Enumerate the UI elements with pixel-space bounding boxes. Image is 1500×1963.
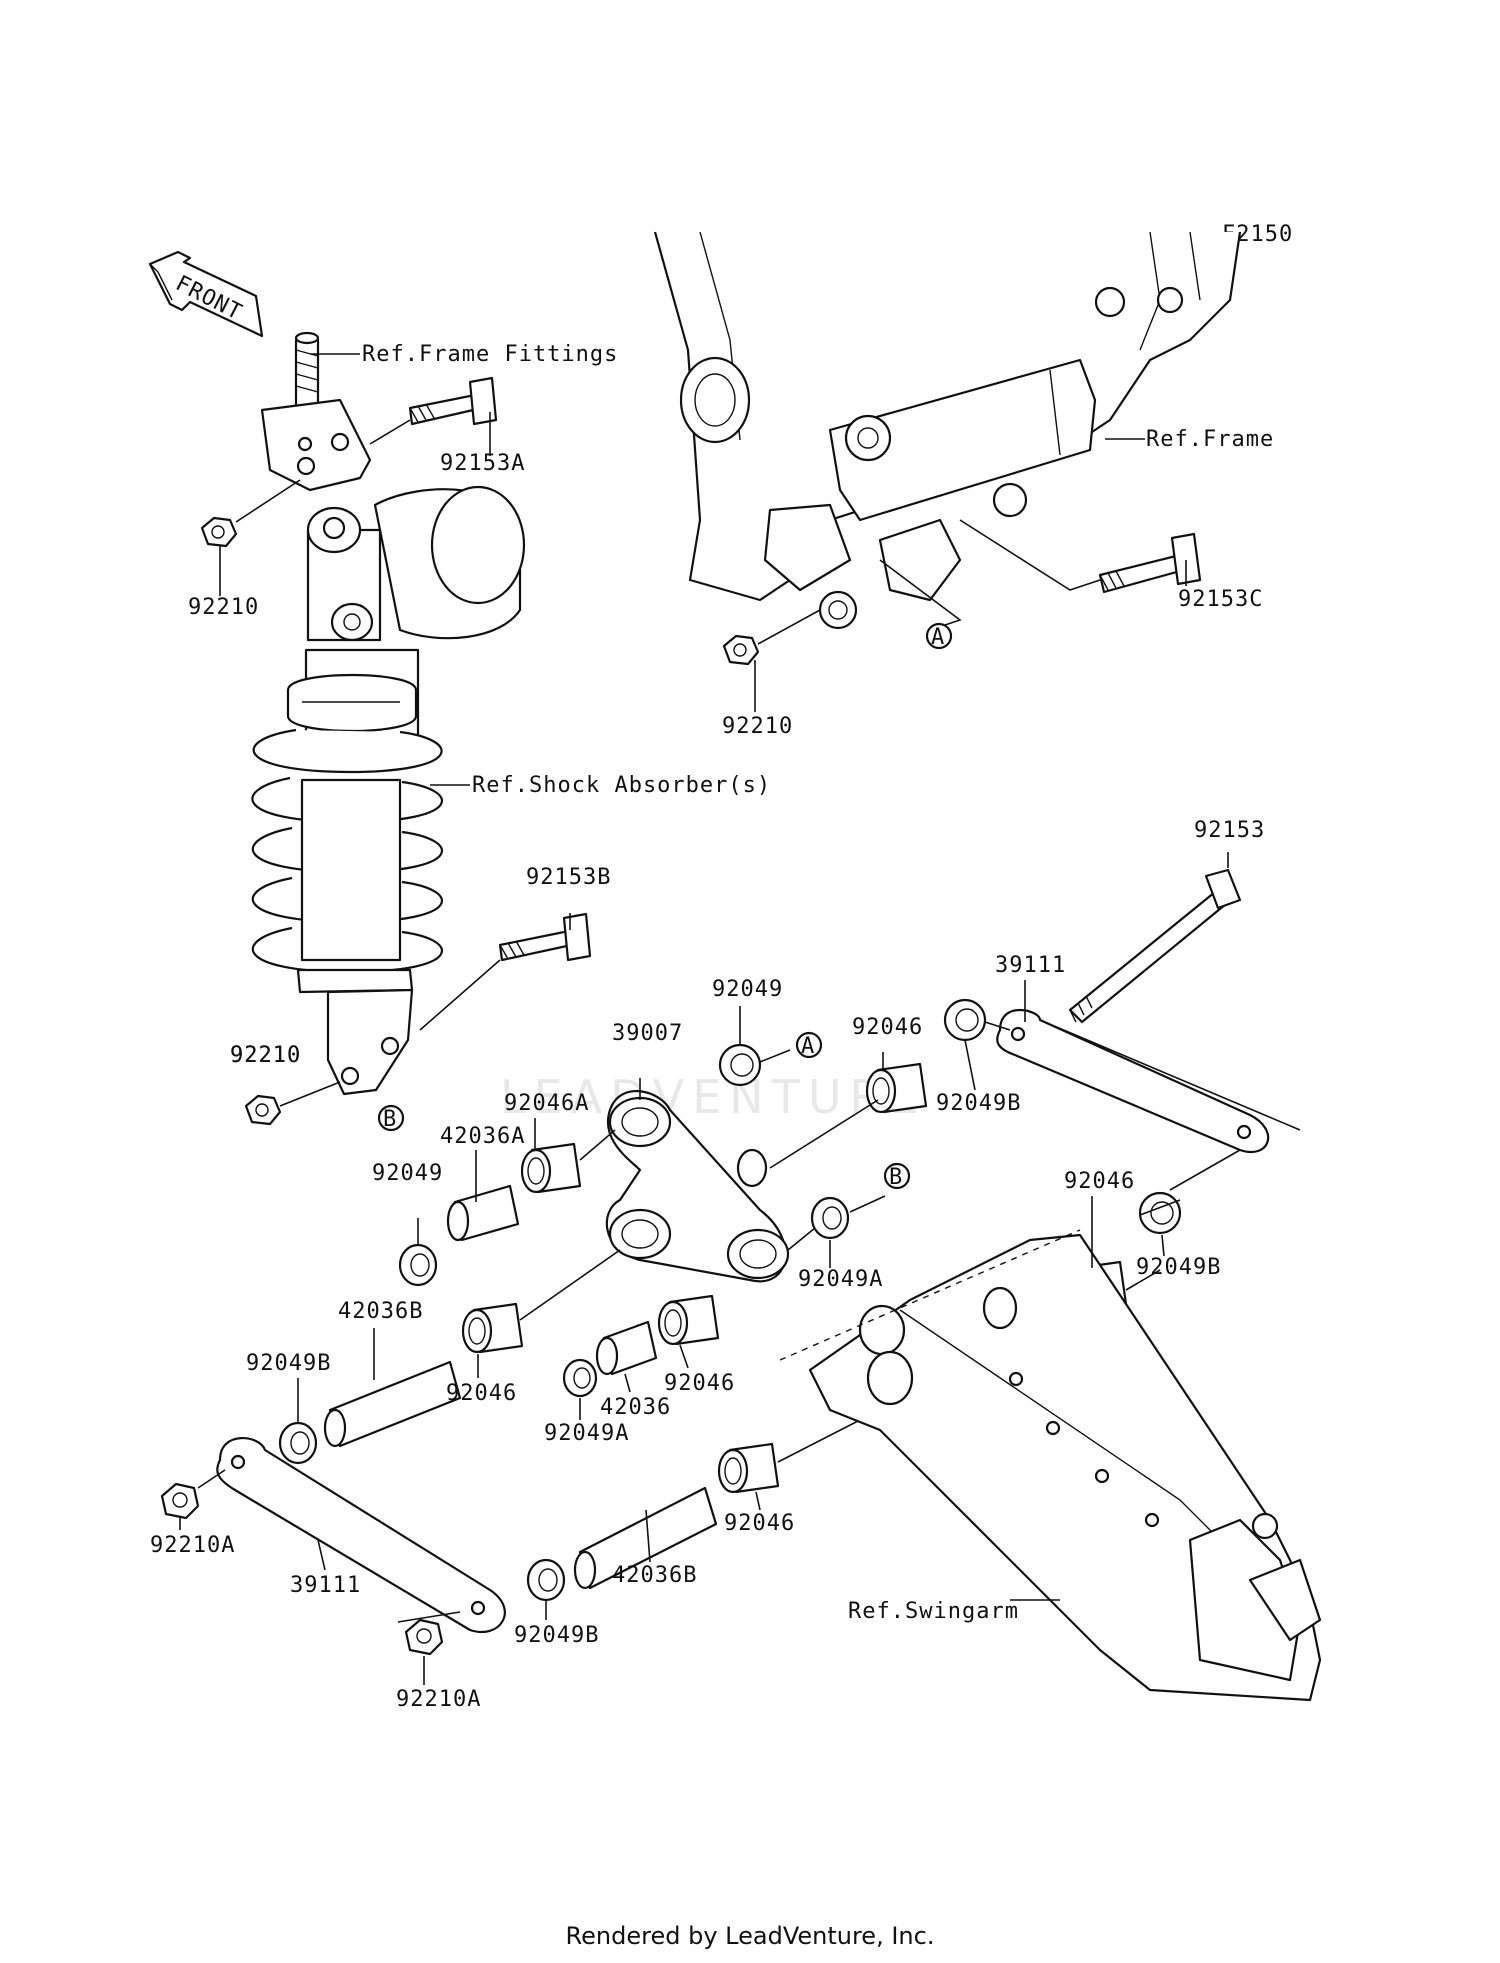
link-39111-upper bbox=[996, 1008, 1270, 1153]
part-label-92210-left: 92210 bbox=[230, 1043, 301, 1068]
part-label-92210A-lower: 92210A bbox=[396, 1687, 481, 1712]
part-label-92153B: 92153B bbox=[526, 865, 611, 890]
part-label-92153A: 92153A bbox=[440, 451, 525, 476]
washer-92049B-upper bbox=[943, 998, 987, 1042]
marker-a-frame: A bbox=[931, 625, 945, 650]
washer-92049A-lower bbox=[562, 1358, 598, 1398]
part-label-92046-right: 92046 bbox=[1064, 1169, 1135, 1194]
ref-swingarm-label: Ref.Swingarm bbox=[848, 1599, 1019, 1624]
part-label-92046A: 92046A bbox=[504, 1091, 589, 1116]
nut-92210-frame bbox=[722, 634, 760, 666]
ref-frame-fittings-label: Ref.Frame Fittings bbox=[362, 342, 618, 367]
bearing-92046-lower-left bbox=[461, 1302, 524, 1354]
bolt-92153A bbox=[408, 376, 498, 426]
part-label-42036: 42036 bbox=[600, 1395, 671, 1420]
footer-credit: Rendered by LeadVenture, Inc. bbox=[565, 1922, 935, 1950]
washer-92049A-right bbox=[810, 1196, 850, 1240]
rocker-39007 bbox=[605, 1090, 790, 1283]
nut-92210A-upper bbox=[160, 1482, 200, 1520]
part-label-92049B-lower: 92049B bbox=[514, 1623, 599, 1648]
shock-mount-bracket bbox=[260, 331, 372, 492]
bolt-92153 bbox=[1068, 868, 1242, 1024]
part-label-42036B-left: 42036B bbox=[338, 1299, 423, 1324]
front-arrow-icon bbox=[148, 250, 264, 338]
collar-42036A bbox=[446, 1184, 520, 1242]
shock-absorber-drawing bbox=[251, 485, 526, 1096]
part-label-42036B-lower: 42036B bbox=[612, 1563, 697, 1588]
nut-92210A-lower bbox=[404, 1618, 444, 1656]
part-label-92153C: 92153C bbox=[1178, 587, 1263, 612]
bearing-92046A bbox=[520, 1142, 582, 1194]
part-label-39007: 39007 bbox=[612, 1021, 683, 1046]
part-label-92049B-right: 92049B bbox=[1136, 1255, 1221, 1280]
washer-92049-left bbox=[398, 1243, 438, 1287]
part-label-92049-top: 92049 bbox=[712, 977, 783, 1002]
part-label-92046-lower: 92046 bbox=[724, 1511, 795, 1536]
part-label-92210-frame: 92210 bbox=[722, 714, 793, 739]
ref-shock-absorber-label: Ref.Shock Absorber(s) bbox=[472, 773, 771, 798]
marker-a-rocker: A bbox=[801, 1034, 815, 1059]
washer-92049B-lower-left bbox=[278, 1421, 318, 1465]
marker-b-shock: B bbox=[383, 1107, 397, 1132]
part-label-92049-left: 92049 bbox=[372, 1161, 443, 1186]
part-label-92046-lower-left: 92046 bbox=[446, 1381, 517, 1406]
washer-92049-top bbox=[718, 1043, 762, 1087]
part-label-39111-lower: 39111 bbox=[290, 1573, 361, 1598]
nut-92210-top bbox=[200, 516, 238, 548]
link-39111-lower bbox=[216, 1437, 506, 1633]
swingarm-drawing bbox=[779, 1229, 1322, 1702]
part-label-39111-upper: 39111 bbox=[995, 953, 1066, 978]
part-label-92153: 92153 bbox=[1194, 818, 1265, 843]
bolt-92153C bbox=[1098, 532, 1202, 594]
nut-92210-left bbox=[244, 1094, 282, 1126]
part-label-92049A-right: 92049A bbox=[798, 1267, 883, 1292]
collar-42036 bbox=[595, 1320, 658, 1376]
part-label-92046-middle: 92046 bbox=[664, 1371, 735, 1396]
part-label-92049A-lower: 92049A bbox=[544, 1421, 629, 1446]
bolt-92153B bbox=[498, 912, 592, 962]
part-label-92049B-lower-left: 92049B bbox=[246, 1351, 331, 1376]
collar-42036B-left bbox=[323, 1360, 462, 1448]
part-label-92210A-upper: 92210A bbox=[150, 1533, 235, 1558]
part-label-92049B-upper: 92049B bbox=[936, 1091, 1021, 1116]
bearing-92046-middle bbox=[657, 1294, 720, 1346]
bearing-92046-top bbox=[865, 1062, 928, 1114]
frame-drawing bbox=[653, 231, 1242, 630]
bearing-92046-lower bbox=[717, 1442, 780, 1494]
watermark: LEADVENTURE bbox=[500, 1070, 927, 1124]
washer-92049B-lower bbox=[526, 1558, 566, 1602]
marker-b-rocker: B bbox=[889, 1165, 903, 1190]
part-label-92210-shock: 92210 bbox=[230, 1043, 301, 1068]
part-label-92210-top: 92210 bbox=[188, 595, 259, 620]
ref-frame-label: Ref.Frame bbox=[1146, 427, 1274, 452]
part-label-92046-top: 92046 bbox=[852, 1015, 923, 1040]
part-label-42036A: 42036A bbox=[440, 1124, 525, 1149]
